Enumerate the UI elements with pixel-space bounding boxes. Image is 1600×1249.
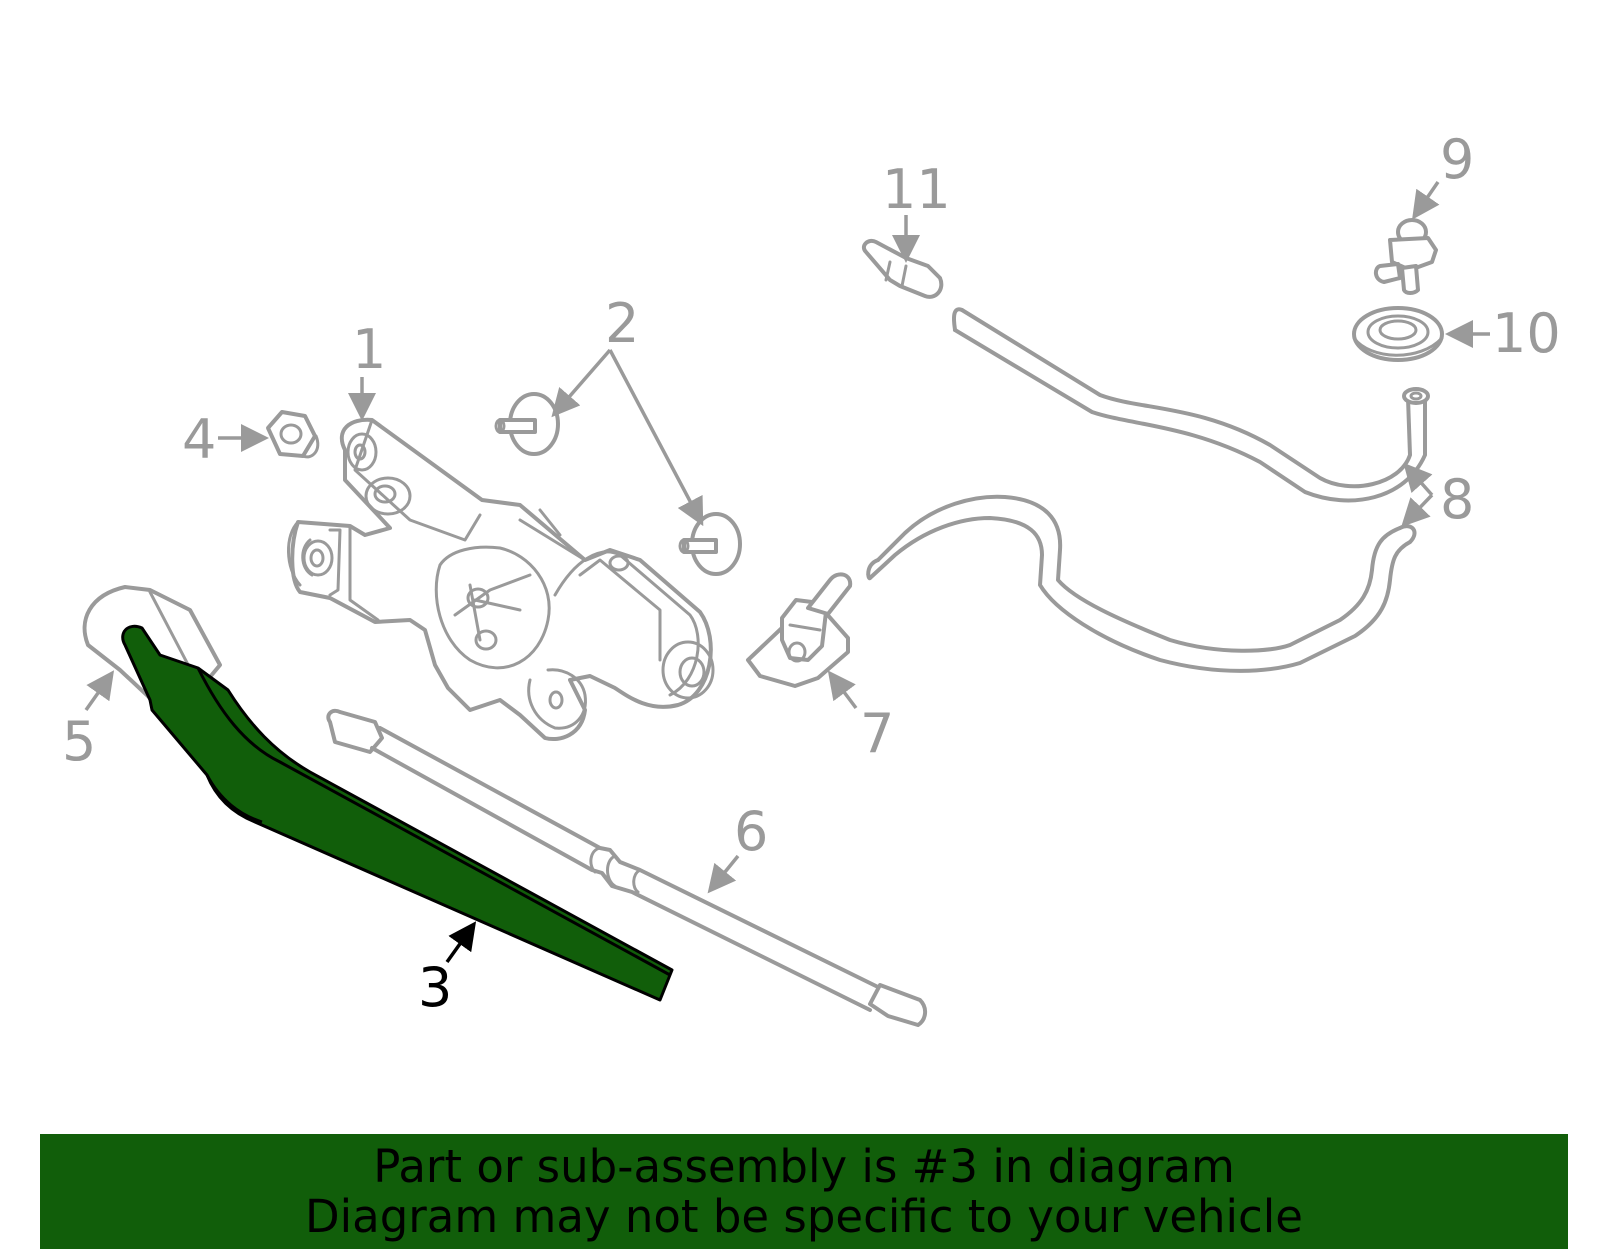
callout-7: 7 (860, 702, 894, 765)
callout-9: 9 (1440, 128, 1474, 191)
wiper-arm-highlight (121, 624, 674, 1002)
part-4-nut (266, 410, 320, 459)
part-11-connector (861, 239, 944, 299)
part-3-wiper-arm (121, 624, 674, 1002)
callout-10: 10 (1492, 302, 1561, 365)
part-2-screw-a (494, 392, 560, 456)
part-2-screw-b (678, 512, 742, 576)
part-9-check-valve (1373, 218, 1438, 295)
part-6-rod (326, 708, 927, 1027)
callout-2: 2 (605, 292, 639, 355)
part-1-wiper-motor (287, 417, 715, 741)
callout-11: 11 (882, 158, 951, 221)
callout-3: 3 (418, 956, 452, 1019)
part-8-hose-lower (866, 494, 1417, 673)
part-8-hose-upper (952, 307, 1430, 503)
callout-1: 1 (352, 318, 386, 381)
callout-6: 6 (734, 800, 768, 863)
callout-8: 8 (1440, 468, 1474, 531)
callout-5: 5 (62, 710, 96, 773)
part-10-grommet (1352, 306, 1444, 362)
notice-banner: Part or sub-assembly is #3 in diagram Di… (40, 1134, 1568, 1249)
part-7-nozzle (746, 572, 853, 688)
leader-lines (84, 181, 1490, 964)
callout-4: 4 (182, 408, 216, 471)
banner-line-1: Part or sub-assembly is #3 in diagram (373, 1140, 1235, 1193)
banner-line-2: Diagram may not be specific to your vehi… (305, 1190, 1303, 1243)
